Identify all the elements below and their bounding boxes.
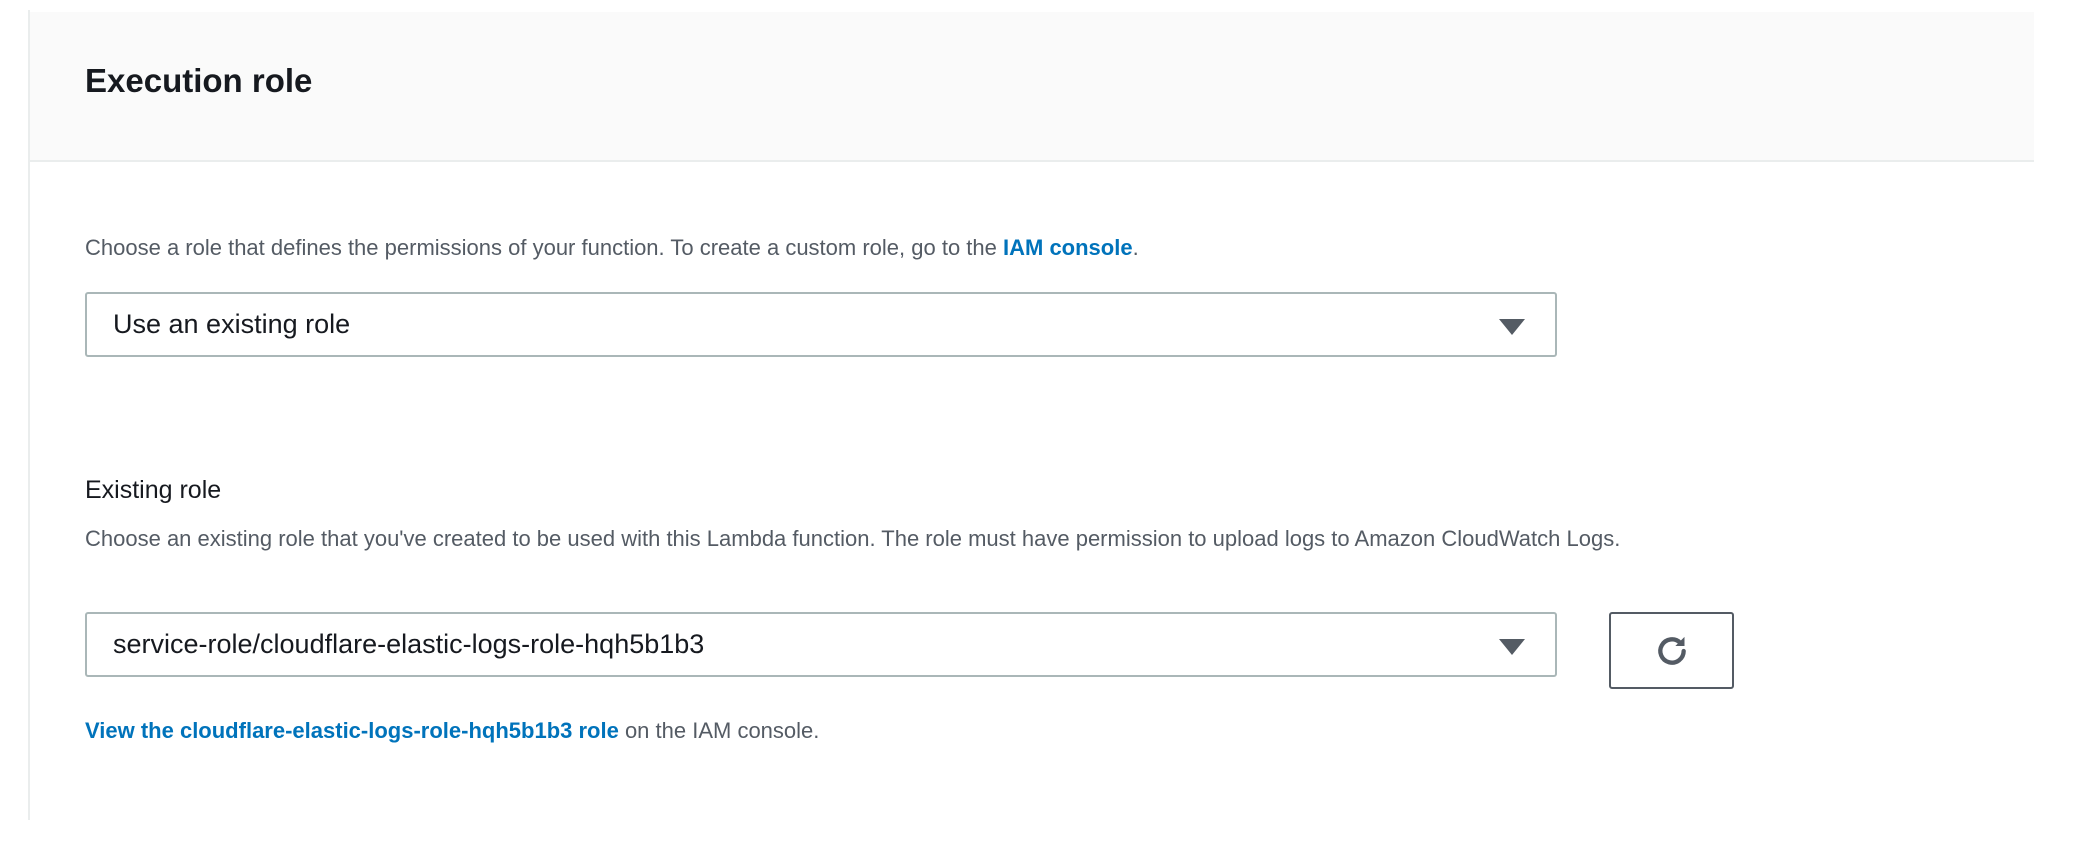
role-description: Choose a role that defines the permissio…: [85, 232, 1139, 263]
role-type-select[interactable]: Use an existing role: [85, 292, 1557, 357]
view-role-line: View the cloudflare-elastic-logs-role-hq…: [85, 715, 819, 746]
view-role-suffix: on the IAM console.: [618, 718, 820, 743]
existing-role-label: Existing role: [85, 476, 222, 504]
existing-role-description: Choose an existing role that you've crea…: [85, 526, 1621, 551]
role-type-value: Use an existing role: [113, 309, 351, 339]
caret-down-icon: [1499, 319, 1525, 335]
view-role-link[interactable]: View the cloudflare-elastic-logs-role-hq…: [85, 718, 619, 743]
caret-down-icon: [1499, 639, 1525, 655]
panel-border: [28, 10, 30, 820]
existing-role-value: service-role/cloudflare-elastic-logs-rol…: [113, 629, 705, 659]
role-description-text: Choose a role that defines the permissio…: [85, 235, 1003, 260]
refresh-icon: [1657, 636, 1686, 665]
panel-header: Execution role: [30, 12, 2034, 162]
refresh-button[interactable]: [1609, 612, 1734, 689]
existing-role-select[interactable]: service-role/cloudflare-elastic-logs-rol…: [85, 612, 1557, 677]
role-description-suffix: .: [1132, 235, 1139, 260]
iam-console-link[interactable]: IAM console: [1003, 235, 1133, 260]
section-title: Execution role: [85, 62, 313, 99]
